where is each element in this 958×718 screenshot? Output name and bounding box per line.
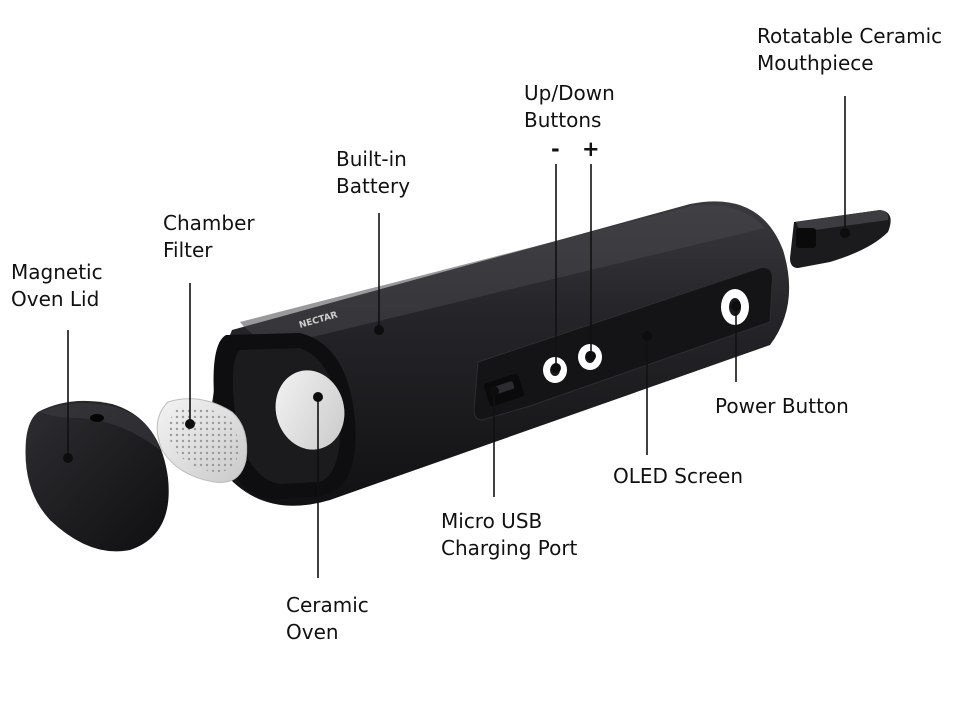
label-chamber-filter: Chamber Filter bbox=[163, 210, 255, 264]
label-oled-screen: OLED Screen bbox=[613, 463, 743, 490]
label-line: Power Button bbox=[715, 394, 849, 418]
label-power-button: Power Button bbox=[715, 393, 849, 420]
dot-power bbox=[731, 301, 741, 311]
label-magnetic-oven-lid: Magnetic Oven Lid bbox=[11, 259, 103, 313]
device-body bbox=[211, 201, 790, 506]
dot-filter bbox=[185, 419, 195, 429]
label-micro-usb-port: Micro USB Charging Port bbox=[441, 508, 577, 562]
label-line: Chamber bbox=[163, 211, 255, 235]
plus-sign: + bbox=[582, 137, 600, 161]
magnetic-oven-lid bbox=[25, 400, 169, 552]
label-line: Ceramic bbox=[286, 593, 369, 617]
dot-plus bbox=[586, 351, 596, 361]
label-line: Rotatable Ceramic bbox=[757, 24, 943, 48]
body-shell bbox=[211, 201, 790, 506]
label-line: OLED Screen bbox=[613, 464, 744, 488]
minus-sign: - bbox=[551, 137, 560, 161]
label-ceramic-oven: Ceramic Oven bbox=[286, 592, 369, 646]
label-line: Micro USB bbox=[441, 509, 543, 533]
dot-oled bbox=[642, 331, 652, 341]
leader-dots bbox=[63, 228, 850, 463]
label-line: Magnetic bbox=[11, 260, 103, 284]
dot-usb bbox=[489, 386, 499, 396]
dot-lid bbox=[63, 453, 73, 463]
label-line: Up/Down bbox=[524, 81, 615, 105]
label-line: Buttons bbox=[524, 108, 602, 132]
label-up-down-buttons: Up/Down Buttons bbox=[524, 80, 615, 134]
ceramic-oven-bowl bbox=[275, 370, 345, 450]
lid-shape bbox=[25, 400, 169, 552]
label-line: Mouthpiece bbox=[757, 51, 874, 75]
dot-battery bbox=[374, 325, 384, 335]
label-line: Filter bbox=[163, 238, 213, 262]
leader-lines bbox=[67, 96, 846, 578]
dot-minus bbox=[551, 363, 561, 373]
label-rotatable-ceramic-mouthpiece: Rotatable Ceramic Mouthpiece bbox=[757, 23, 942, 77]
label-line: Built-in bbox=[336, 147, 407, 171]
label-line: Battery bbox=[336, 174, 411, 198]
dot-oven bbox=[313, 392, 323, 402]
oled-screen-panel bbox=[473, 267, 773, 421]
lid-hole bbox=[90, 414, 104, 422]
label-line: Oven Lid bbox=[11, 287, 100, 311]
label-line: Charging Port bbox=[441, 536, 578, 560]
dot-mouthpiece bbox=[840, 228, 850, 238]
mouthpiece bbox=[790, 210, 891, 268]
mouthpiece-top bbox=[796, 210, 889, 232]
lid-highlight bbox=[40, 403, 160, 450]
oven-opening bbox=[213, 333, 356, 500]
body-top-highlight bbox=[240, 204, 765, 343]
label-line: Oven bbox=[286, 620, 339, 644]
label-built-in-battery: Built-in Battery bbox=[336, 146, 410, 200]
mouthpiece-joint bbox=[796, 228, 816, 248]
